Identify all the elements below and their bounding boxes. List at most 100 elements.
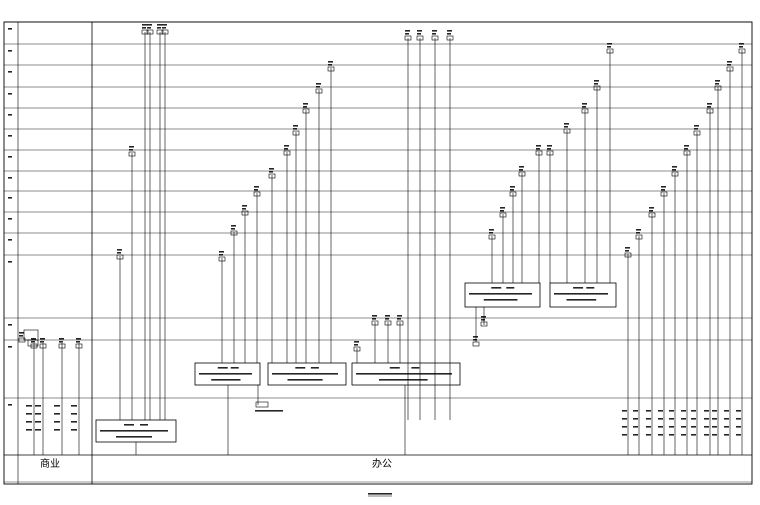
trunk-group-b-breaker-0-tag-a [405,30,410,32]
floor-number-mark-13 [8,346,12,348]
trunk-group-a-breaker-2 [156,29,164,35]
office-feeder-breaker-1 [635,234,643,240]
box-b-breaker-2-tag-a [242,205,247,207]
office-feeder-breaker-2-tag-a [649,207,654,209]
office-feeder-label-5-1 [681,418,686,420]
office-feeder-label-4-2 [669,426,674,428]
trunk-group-b-breaker-2 [431,35,439,41]
dist-box-f [549,282,617,308]
box-e-breaker-4-tag-a [536,145,541,147]
box-e-breaker-2-tag-a [510,186,515,188]
box-b-breaker-0-tag-a [219,251,224,253]
office-feeder-label-6-3 [691,434,696,436]
box-c-breaker-3 [302,108,310,114]
dist-box-c-id-a [295,367,306,369]
box-e-breaker-2 [509,191,517,197]
office-feeder-breaker-8-tag-b [715,83,719,85]
box-d-breaker-0-tag-b [354,344,358,346]
office-feeder-label-6-2 [691,426,696,428]
box-f-breaker-4-tag-a [607,43,612,45]
office-feeder-label-2-1 [646,418,651,420]
dist-box-a-id-a [124,424,134,426]
box-f-breaker-3-tag-a [594,80,599,82]
box-d-breaker-3-tag-a [397,315,402,317]
box-c-breaker-1-tag-b [284,148,288,150]
dist-box-c [267,362,347,386]
floor-number-mark-5 [8,135,12,137]
office-feeder-breaker-10 [738,48,746,54]
dist-box-d-id-b [411,367,420,369]
trunk-group-b-breaker-1-tag-b [417,33,421,35]
commercial-feeder-label-2-3 [54,429,60,431]
box-e-breaker-4-tag-b [536,148,540,150]
box-d-breaker-2-tag-a [385,315,390,317]
office-feeder-breaker-0 [624,252,632,258]
floor-number-mark-1 [8,50,12,52]
box-d-breaker-2 [384,320,392,326]
box-f-breaker-3 [593,85,601,91]
commercial-feeder-label-2-2 [54,421,60,423]
dist-box-b-model [211,379,241,381]
trunk-group-a-breaker-3-tag-a [162,24,167,26]
trunk-group-a-breaker-1-tag-b [147,27,151,29]
box-b-breaker-1-tag-b [231,228,235,230]
office-feeder-label-1-2 [633,426,638,428]
box-e-breaker-b-tag-a [481,316,486,318]
box-d-breaker-3 [396,320,404,326]
trunk-group-a-breaker-3 [161,29,169,35]
office-feeder-label-5-3 [681,434,686,436]
trunk-group-a-breaker-1-tag-a [147,24,152,26]
trunk-group-a-breaker-0-tag-b [142,27,146,29]
trunk-group-b-breaker-1 [416,35,424,41]
box-e-breaker-2-tag-b [510,189,514,191]
office-feeder-label-3-3 [658,434,663,436]
office-feeder-label-4-1 [669,418,674,420]
trunk-group-b-breaker-3 [446,35,454,41]
commercial-feeder-label-2-1 [54,413,60,415]
floor-number-mark-8 [8,197,12,199]
box-c-breaker-1 [283,150,291,156]
dist-box-a-model [116,436,152,438]
commercial-feeder-label-1-0 [35,405,41,407]
office-feeder-label-4-3 [669,434,674,436]
office-feeder-breaker-5-tag-a [684,145,689,147]
office-feeder-breaker-7 [706,108,714,114]
box-b-breaker-3-tag-b [254,189,258,191]
office-feeder-breaker-3-tag-a [661,186,666,188]
trunk-group-a-breaker-3-tag-b [162,27,166,29]
commercial-breaker-1-tag-b [40,341,44,343]
box-e-breaker-1 [499,212,507,218]
floor-number-mark-0 [8,28,12,30]
trunk-group-b-breaker-2-tag-a [432,30,437,32]
office-feeder-label-3-2 [658,426,663,428]
box-f-breaker-1-tag-a [564,123,569,125]
box-b-c-link-label [255,410,283,412]
box-e-breaker-b-tag-b [481,319,485,321]
trunk-group-a-breaker-0-tag-a [142,24,147,26]
box-e-breaker-1-tag-b [500,210,504,212]
office-feeder-label-6-0 [691,410,696,412]
box-c-breaker-4-tag-a [316,83,321,85]
office-feeder-breaker-10-tag-b [739,46,743,48]
office-feeder-breaker-0-tag-b [625,250,629,252]
floor-number-mark-11 [8,261,12,263]
dist-box-d-id-a [389,367,400,369]
box-c-breaker-2-tag-a [293,125,298,127]
trunk-group-b-breaker-3-tag-a [447,30,452,32]
office-feeder-label-2-2 [646,426,651,428]
office-feeder-breaker-2 [648,212,656,218]
box-c-breaker-3-tag-a [303,103,308,105]
commercial-feeder-label-0-3 [26,429,32,431]
commercial-breaker-top [18,337,26,343]
dist-box-f-model [566,299,597,301]
box-c-breaker-0 [268,173,276,179]
office-feeder-label-2-0 [646,410,651,412]
office-feeder-label-7-3 [704,434,709,436]
office-feeder-label-10-1 [736,418,741,420]
office-feeder-breaker-1-tag-a [636,229,641,231]
office-feeder-label-4-0 [669,410,674,412]
commercial-feeder-label-0-1 [26,413,32,415]
office-feeder-breaker-3-tag-b [661,189,665,191]
office-feeder-breaker-10-tag-a [739,43,744,45]
